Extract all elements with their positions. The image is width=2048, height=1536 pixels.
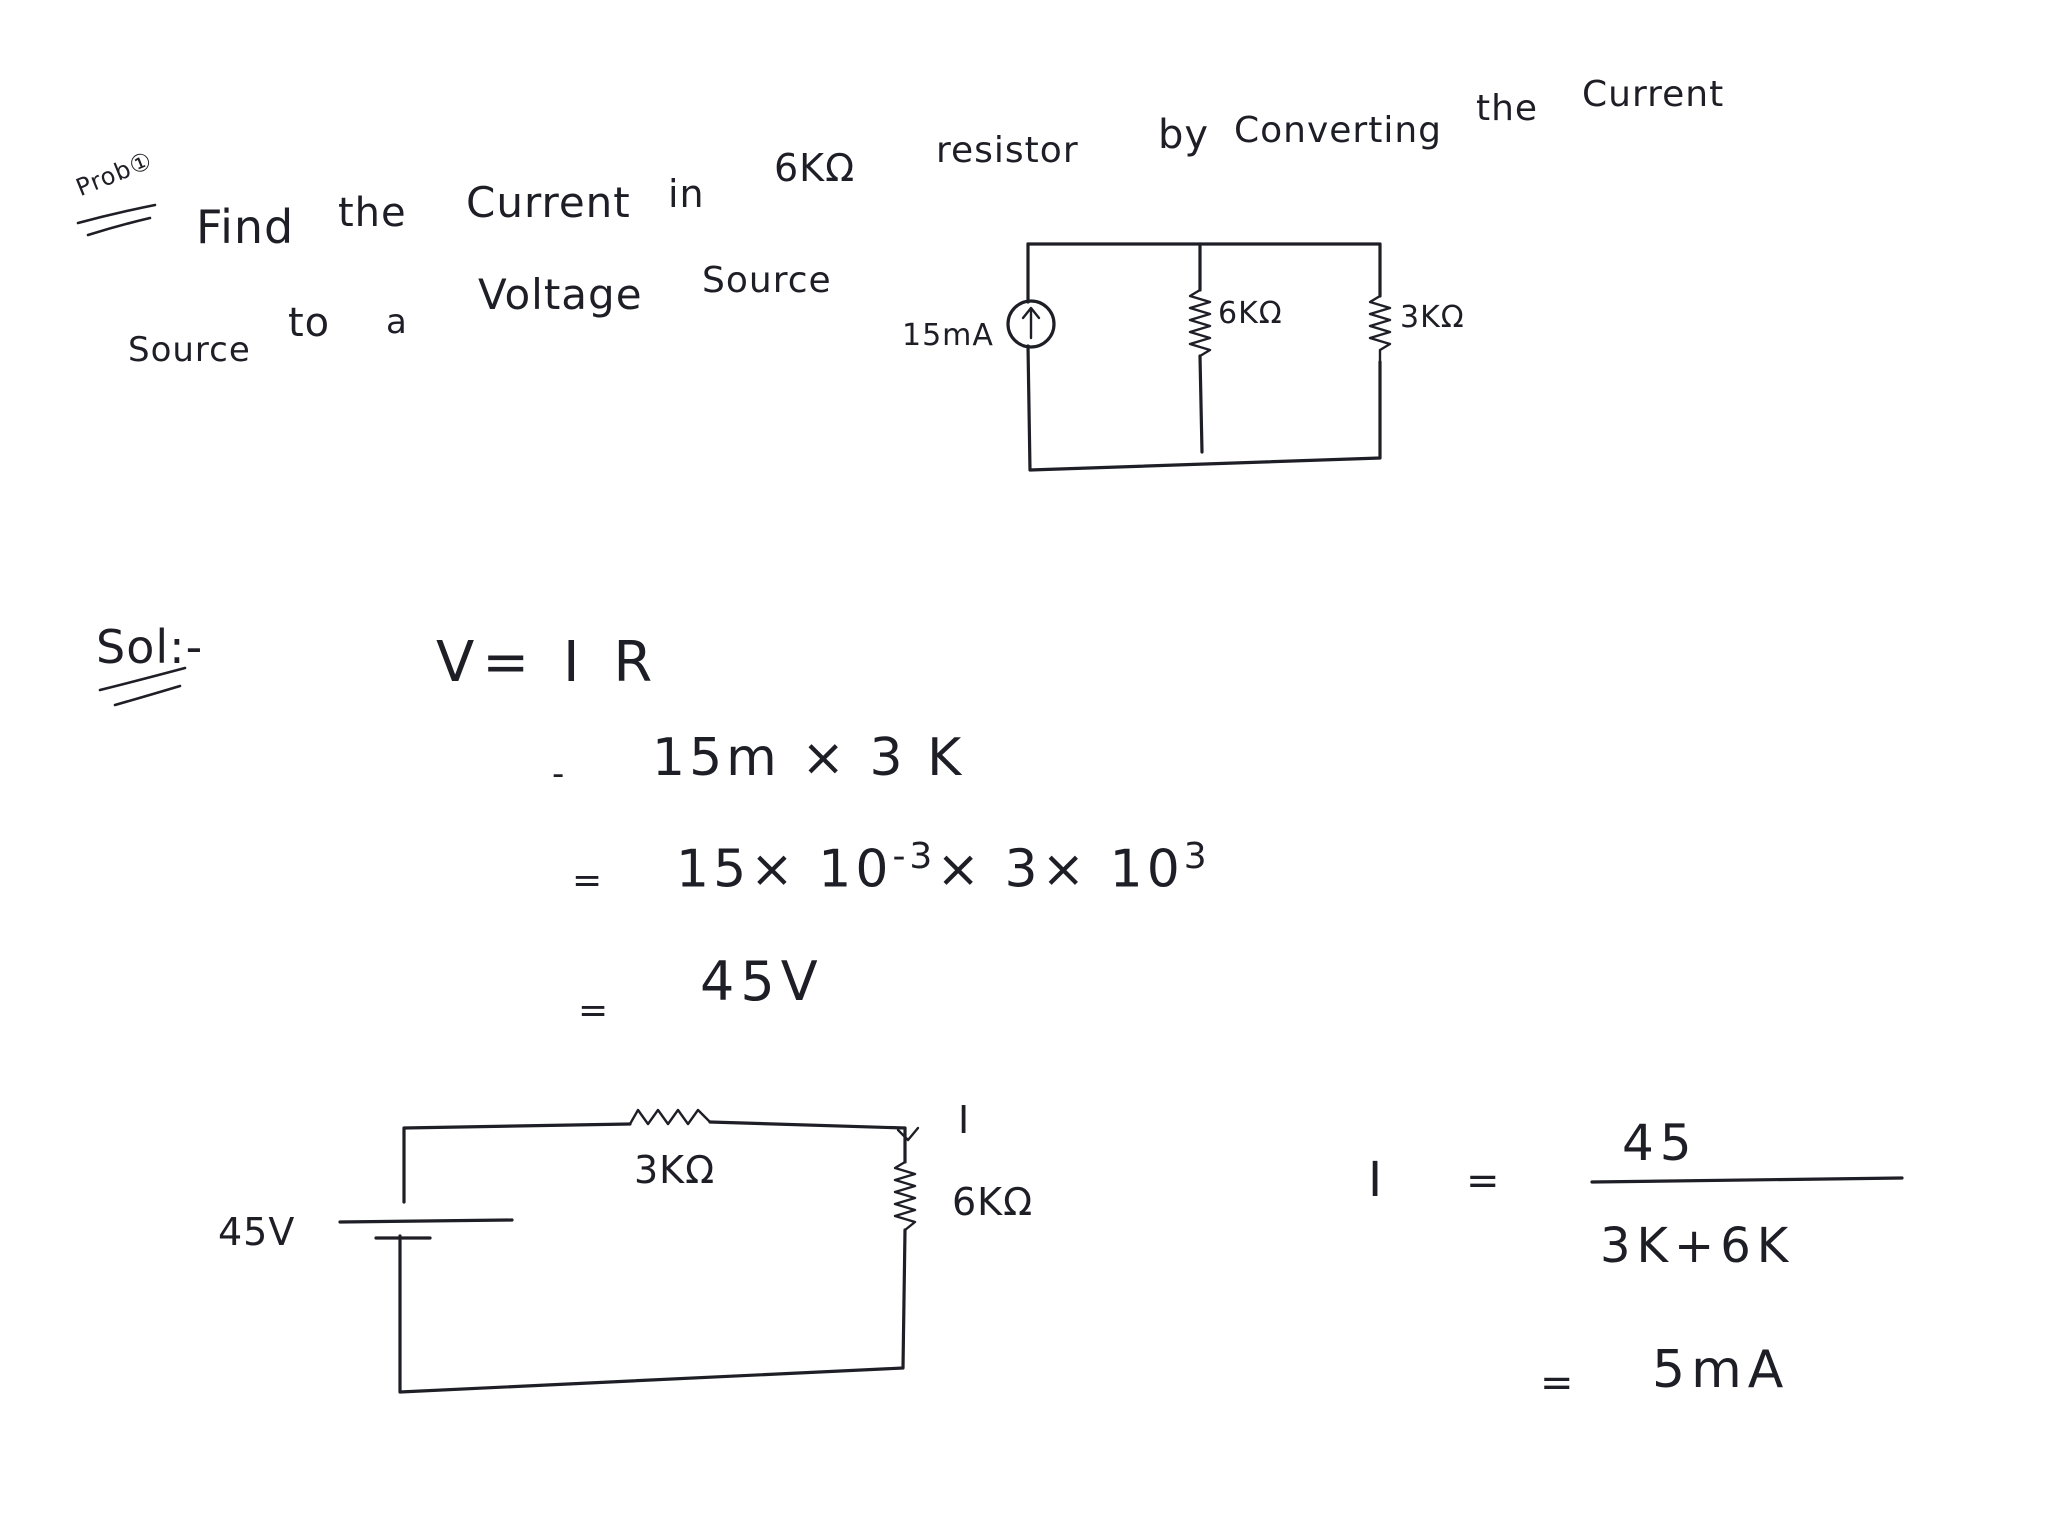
load-resistor-label: 6KΩ (952, 1180, 1034, 1224)
step1-expression: 15m × 3 K (652, 728, 966, 788)
problem-word: a (386, 302, 408, 342)
battery-symbol (338, 1218, 514, 1240)
result-equals-2: = (1540, 1360, 1575, 1406)
current-arrow (896, 1126, 920, 1142)
step3-equals: = (578, 990, 610, 1031)
given-circuit-wires (1026, 242, 1382, 472)
sol-underline (98, 666, 187, 707)
result-answer: 5mA (1652, 1340, 1790, 1400)
step1-equals: - (552, 754, 566, 794)
problem-word: Source (128, 330, 251, 370)
resistor-3k-zigzag (1368, 294, 1392, 364)
voltage-source-label: 45V (218, 1210, 296, 1254)
current-source-label: 15mA (902, 318, 994, 353)
step2-base-b: × 3× 10 (936, 839, 1184, 900)
converted-circuit-wires (398, 1120, 907, 1394)
current-source-symbol (1006, 299, 1056, 349)
step3-result: 45V (700, 950, 824, 1013)
problem-word: resistor (936, 130, 1079, 171)
problem-word: to (288, 300, 331, 346)
resistor-6k-zigzag (1188, 288, 1212, 358)
result-lhs: I (1368, 1152, 1384, 1208)
problem-word: Find (196, 200, 295, 254)
step2-exp-b: 3 (1183, 836, 1211, 877)
load-resistor-zigzag (893, 1160, 917, 1232)
result-numerator: 45 (1622, 1114, 1698, 1172)
problem-word: Source (702, 260, 832, 301)
problem-word: the (1476, 88, 1539, 129)
formula-line: V= I R (436, 630, 661, 695)
step2-exp-a: -3 (892, 836, 937, 877)
problem-word: by (1158, 112, 1210, 158)
step2-expression: 15× 10-3× 3× 103 (676, 836, 1211, 899)
problem-word: Converting (1234, 110, 1443, 151)
resistor-6k-label: 6KΩ (1218, 296, 1283, 331)
resistor-3k-label: 3KΩ (1400, 300, 1465, 335)
step2-base-a: 15× 10 (676, 839, 893, 900)
problem-word: the (338, 190, 407, 236)
current-label: I (958, 1098, 971, 1142)
result-equals: = (1466, 1158, 1501, 1204)
problem-word: Voltage (478, 270, 643, 319)
problem-word: Current (1582, 74, 1725, 115)
solution-label: Sol:- (96, 620, 204, 674)
series-resistor-zigzag (628, 1108, 712, 1126)
fraction-bar (1590, 1176, 1904, 1184)
result-denominator: 3K+6K (1600, 1218, 1795, 1274)
problem-word: Current (466, 178, 631, 227)
problem-word: 6KΩ (774, 146, 856, 190)
problem-word: in (668, 172, 705, 216)
series-resistor-label: 3KΩ (634, 1148, 716, 1192)
prob-underline (76, 203, 157, 237)
step2-equals: = (572, 860, 604, 901)
